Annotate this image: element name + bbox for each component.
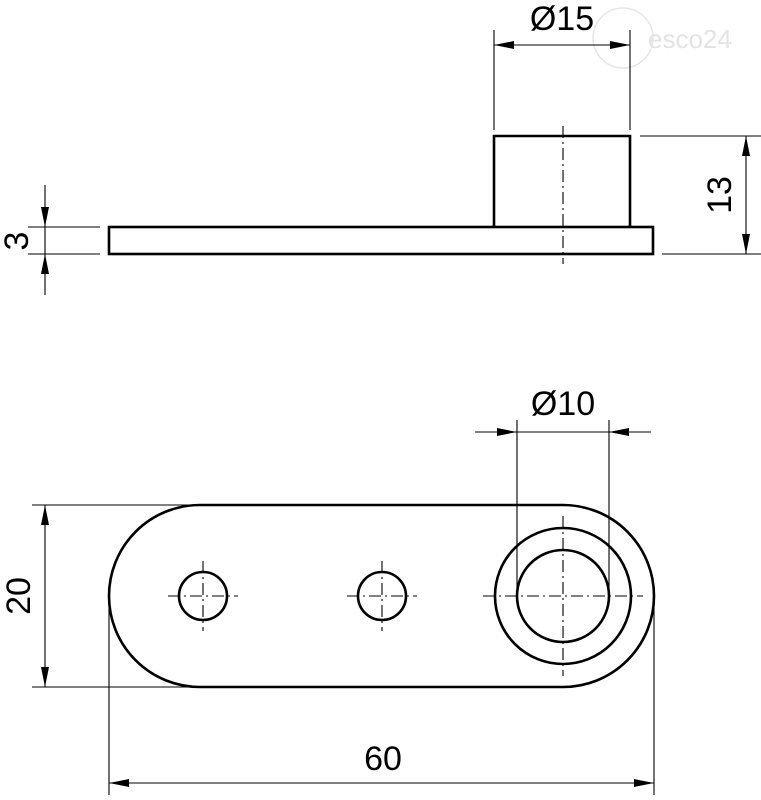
top-view: Ø10 20 60 (0, 385, 656, 795)
side-view: Ø15 13 3 (0, 0, 761, 295)
dim-width-label: 20 (0, 577, 38, 615)
dim-length: 60 (108, 600, 655, 795)
top-plate-outline (107, 503, 656, 689)
side-plate (107, 225, 655, 256)
mounting-hole-2 (347, 561, 417, 631)
watermark-text: esco24 (648, 24, 732, 54)
dim-plate-thickness-label: 3 (0, 232, 36, 251)
dim-total-height: 13 (640, 135, 761, 255)
side-pin (492, 134, 632, 227)
dim-total-height-label: 13 (701, 176, 739, 214)
dim-plate-thickness: 3 (0, 185, 100, 295)
dim-hole-diameter: Ø10 (475, 385, 651, 590)
dim-width: 20 (0, 504, 195, 688)
pin-boss (483, 516, 643, 676)
dim-pin-diameter-label: Ø15 (530, 0, 594, 38)
dim-hole-diameter-label: Ø10 (531, 385, 595, 423)
mounting-hole-1 (168, 561, 238, 631)
watermark-logo: esco24 (592, 7, 732, 69)
dim-length-label: 60 (364, 740, 402, 778)
dim-pin-diameter: Ø15 (493, 0, 631, 130)
